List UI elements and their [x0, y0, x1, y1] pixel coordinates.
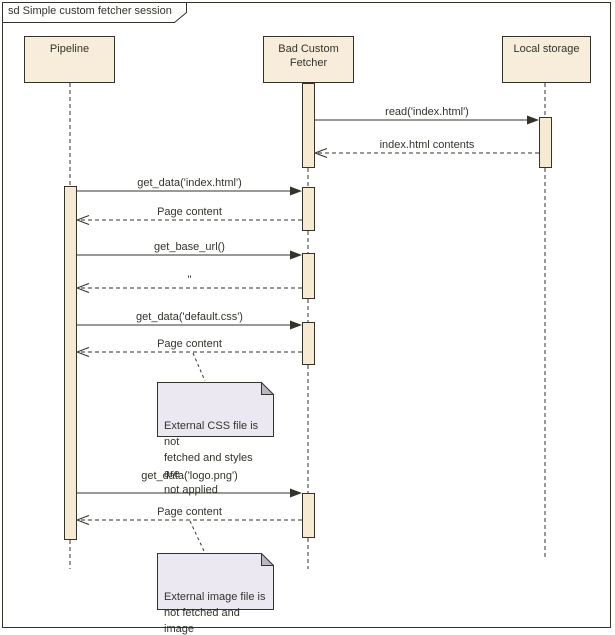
activation-bar-fetcher-3: [302, 253, 315, 299]
message-line-get-data-logo: [77, 488, 302, 498]
open-arrowhead-icon: [313, 148, 328, 158]
message-label-empty-string: '': [187, 274, 192, 286]
message-line-get-data-index: [77, 186, 302, 196]
message-label-page-content-3: Page content: [157, 506, 222, 518]
actor-box-local-storage: Local storage: [502, 36, 591, 83]
message-label-get-data-logo: get_data('logo.png'): [141, 470, 238, 482]
activation-bar-pipeline: [64, 186, 77, 540]
message-label-index-contents: index.html contents: [379, 139, 475, 151]
note-text: External CSS file is not fetched and sty…: [164, 420, 259, 496]
arrowhead-icon: [290, 250, 302, 260]
activation-bar-local-storage: [539, 117, 552, 168]
note-anchor-css: [192, 352, 206, 382]
message-label-page-content-2: Page content: [157, 338, 222, 350]
arrowhead-icon: [527, 115, 539, 125]
message-line-index-contents: [313, 148, 539, 158]
frame-title: sd Simple custom fetcher session: [8, 5, 172, 17]
message-line-page-content-2: [75, 347, 302, 357]
actor-label-bad-custom-fetcher: Bad Custom Fetcher: [278, 43, 339, 69]
note-css-not-fetched: External CSS file is not fetched and sty…: [157, 382, 274, 496]
message-line-read-index: [315, 115, 539, 125]
activation-bar-fetcher-1: [302, 83, 315, 168]
message-label-read-index: read('index.html'): [385, 106, 469, 118]
message-label-get-base-url: get_base_url(): [154, 241, 225, 253]
message-label-get-data-css: get_data('default.css'): [136, 311, 243, 323]
activation-bar-fetcher-4: [302, 322, 315, 365]
note-fold-icon: [261, 553, 274, 566]
message-label-page-content-1: Page content: [157, 206, 222, 218]
message-line-get-base-url: [77, 250, 302, 260]
open-arrowhead-icon: [75, 283, 90, 293]
actor-label-local-storage: Local storage: [513, 43, 580, 55]
actor-box-bad-custom-fetcher: Bad Custom Fetcher: [263, 36, 354, 83]
message-line-get-data-css: [77, 320, 302, 330]
arrowhead-icon: [290, 186, 302, 196]
open-arrowhead-icon: [75, 515, 90, 525]
open-arrowhead-icon: [75, 347, 90, 357]
note-fold-icon: [261, 382, 274, 395]
arrowhead-icon: [290, 488, 302, 498]
frame-title-tab: [2, 2, 187, 23]
message-line-page-content-3: [75, 515, 302, 525]
activation-bar-fetcher-2: [302, 187, 315, 231]
open-arrowhead-icon: [75, 215, 90, 225]
frame-border: [2, 2, 611, 628]
arrowhead-icon: [290, 320, 302, 330]
note-anchor-image: [189, 520, 205, 552]
actor-box-pipeline: Pipeline: [24, 36, 115, 83]
message-line-page-content-1: [75, 215, 302, 225]
activation-bar-fetcher-5: [302, 493, 315, 538]
note-text: External image file is not fetched and i…: [164, 591, 266, 635]
message-line-empty-string: [75, 283, 302, 293]
note-image-not-fetched: External image file is not fetched and i…: [157, 553, 274, 635]
actor-label-pipeline: Pipeline: [49, 43, 90, 55]
message-label-get-data-index: get_data('index.html'): [137, 177, 242, 189]
